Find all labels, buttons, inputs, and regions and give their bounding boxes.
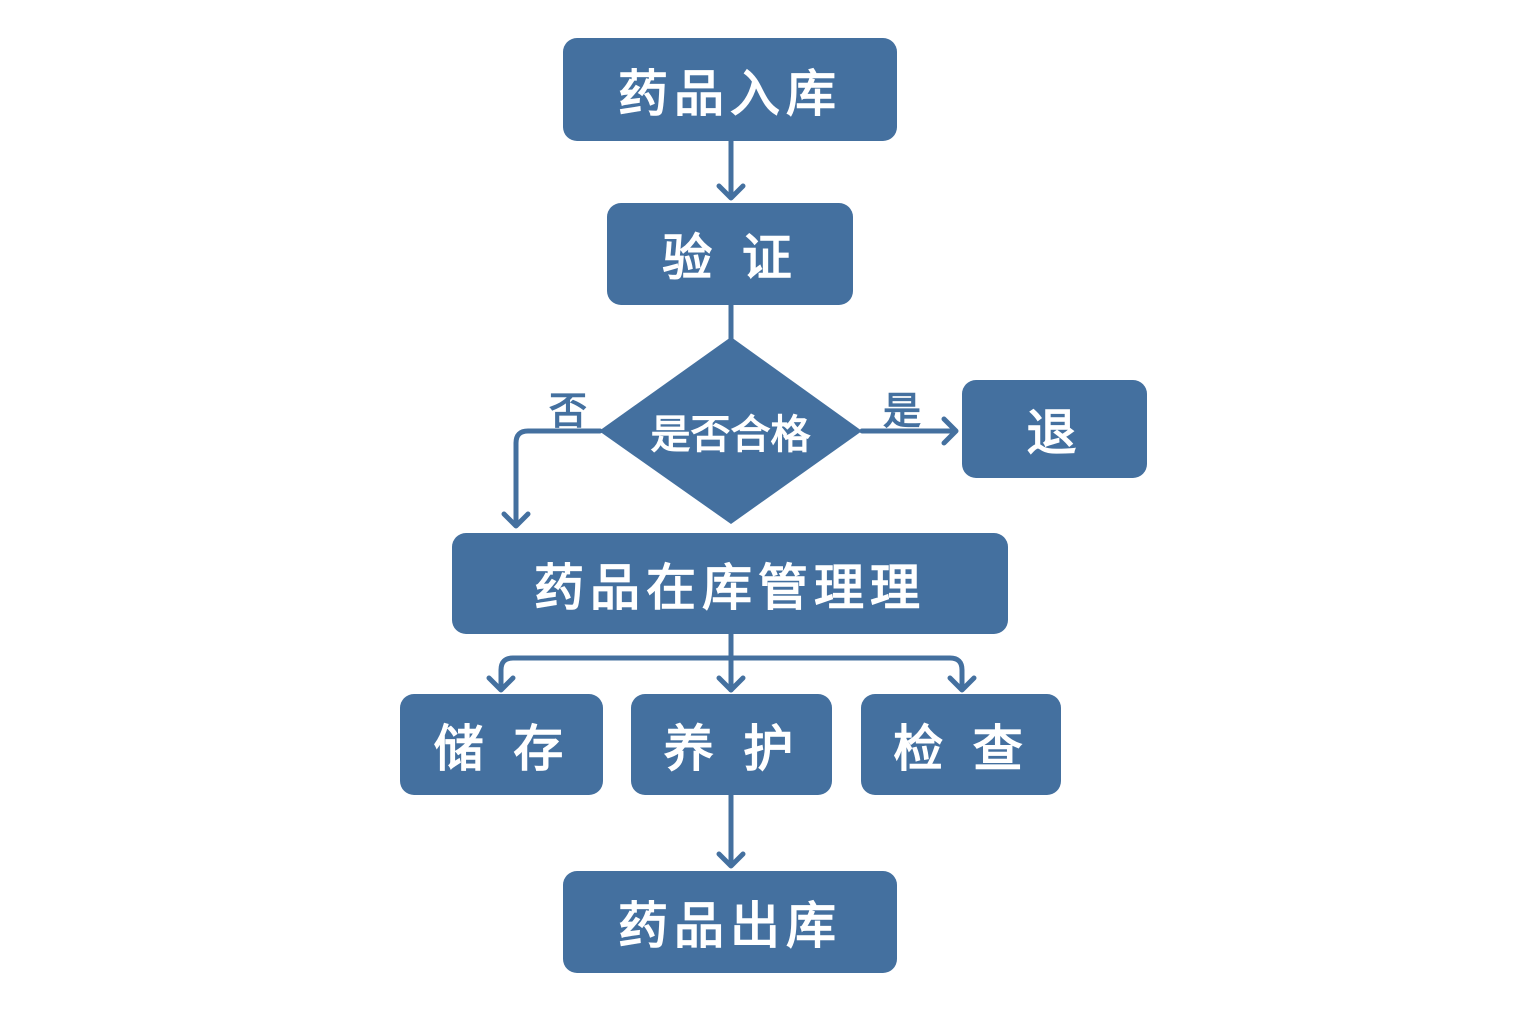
edge-label-no: 否 <box>549 389 588 433</box>
node-maintenance: 养 护 <box>631 694 832 795</box>
decision-diamond <box>599 337 862 524</box>
edge-label-yes: 是 <box>883 389 922 433</box>
node-decision: 是否合格 <box>650 411 811 458</box>
arrow-branch <box>486 655 977 693</box>
node-outbound: 药品出库 <box>563 871 897 973</box>
node-in-stock-management: 药品在库管理理 <box>452 533 1008 634</box>
arrow-decision-no <box>501 428 603 529</box>
node-inbound: 药品入库 <box>563 38 897 141</box>
node-inspection: 检 查 <box>861 694 1061 795</box>
node-verify: 验 证 <box>607 203 853 305</box>
arrow-maintenance-to-outbound <box>716 792 746 869</box>
arrow-decision-yes <box>859 416 959 446</box>
node-storage: 储 存 <box>400 694 603 795</box>
node-return: 退 <box>962 380 1147 478</box>
arrow-inbound-to-verify <box>716 138 746 201</box>
